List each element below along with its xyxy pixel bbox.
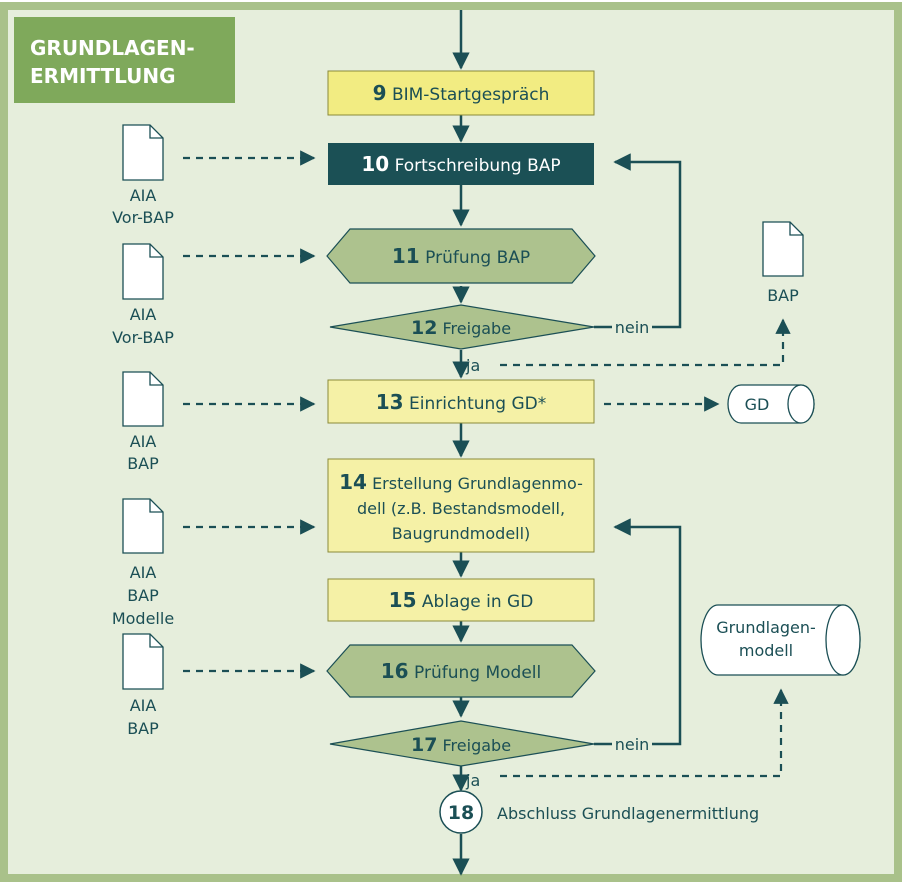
step-10-text: 10 Fortschreibung BAP xyxy=(361,152,560,176)
svg-text:BAP: BAP xyxy=(127,719,159,738)
step-13-text: 13 Einrichtung GD* xyxy=(376,390,547,414)
input-label: AIA BAP xyxy=(127,696,159,738)
model-database-icon xyxy=(700,604,861,676)
svg-text:AIA: AIA xyxy=(130,186,157,205)
section-header xyxy=(14,17,235,103)
step-14-text-line1: 14 Erstellung Grundlagenmo- xyxy=(339,470,583,494)
svg-text:AIA: AIA xyxy=(130,305,157,324)
output-document-icon xyxy=(762,221,804,277)
step-12-yes-label: ja xyxy=(465,356,480,375)
input-label: AIA Vor-BAP xyxy=(112,186,174,227)
svg-text:Vor-BAP: Vor-BAP xyxy=(112,208,174,227)
gd-database-icon xyxy=(727,384,815,424)
output-bap-label: BAP xyxy=(767,286,799,305)
step-17-yes-label: ja xyxy=(465,771,480,790)
step-9-text: 9 BIM-Startgespräch xyxy=(373,81,550,105)
model-database-label-line2: modell xyxy=(739,641,793,660)
step-10-box xyxy=(328,143,594,185)
step-17-text: 17 Freigabe xyxy=(411,734,511,756)
input-dashed-arrows xyxy=(183,150,316,679)
step-11-text: 11 Prüfung BAP xyxy=(392,244,530,268)
step-12-text: 12 Freigabe xyxy=(411,317,511,339)
input-label: AIA Vor-BAP xyxy=(112,305,174,347)
step-18-label: Abschluss Grundlagenermittlung xyxy=(497,804,759,823)
svg-text:BAP: BAP xyxy=(127,454,159,473)
svg-text:Modelle: Modelle xyxy=(112,609,174,628)
step-15-text: 15 Ablage in GD xyxy=(389,588,534,612)
step-13-box xyxy=(327,379,595,424)
svg-text:AIA: AIA xyxy=(130,563,157,582)
step-14-text-line3: Baugrundmodell) xyxy=(392,524,531,543)
svg-text:BAP: BAP xyxy=(127,586,159,605)
input-label: AIA BAP xyxy=(127,432,159,473)
input-document-icon xyxy=(122,371,164,427)
step-12-no-label: nein xyxy=(615,318,650,337)
step-14-text-line2: dell (z.B. Bestandsmodell, xyxy=(357,499,565,518)
step-11-hexagon xyxy=(326,228,596,284)
step-15-box xyxy=(327,578,595,622)
model-database-label-line1: Grundlagen- xyxy=(716,618,816,637)
step-9-box xyxy=(327,70,595,116)
input-document-icon xyxy=(122,498,164,554)
input-document-icon xyxy=(122,124,164,181)
svg-text:AIA: AIA xyxy=(130,696,157,715)
step-18-number: 18 xyxy=(448,802,474,824)
step-17-no-label: nein xyxy=(615,735,650,754)
input-document-icon xyxy=(122,243,164,300)
step-16-text: 16 Prüfung Modell xyxy=(381,659,541,683)
output-model-arrow xyxy=(500,688,789,778)
output-bap-arrow xyxy=(500,318,791,367)
svg-text:AIA: AIA xyxy=(130,432,157,451)
gd-database-label: GD xyxy=(745,395,770,414)
section-title-line1: GRUNDLAGEN- xyxy=(30,36,195,60)
input-document-icon xyxy=(122,633,164,690)
input-label: AIA BAP Modelle xyxy=(112,563,174,628)
svg-text:Vor-BAP: Vor-BAP xyxy=(112,328,174,347)
step-18-circle xyxy=(439,790,483,834)
step-14-box xyxy=(327,458,595,553)
loop-arrows xyxy=(613,153,682,746)
step-16-hexagon xyxy=(326,644,596,698)
section-title-line2: ERMITTLUNG xyxy=(30,64,176,88)
